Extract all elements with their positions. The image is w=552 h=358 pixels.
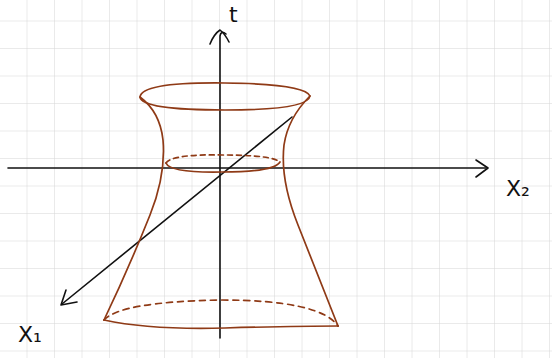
bottom-back xyxy=(104,300,338,326)
x2-axis xyxy=(8,167,486,169)
t-arrowhead xyxy=(210,30,229,44)
t-axis xyxy=(220,32,226,338)
axis-label: X₂ xyxy=(506,178,530,200)
top-ellipse xyxy=(140,83,310,110)
x1-arrowhead xyxy=(61,290,77,305)
axis-label: t xyxy=(229,4,238,26)
axes xyxy=(8,30,488,338)
axis-label: X₁ xyxy=(18,324,42,346)
x2-arrowhead xyxy=(476,160,488,177)
left-side xyxy=(104,97,163,320)
x1-axis xyxy=(62,117,292,304)
hyperboloid xyxy=(104,83,338,328)
right-side xyxy=(283,96,338,326)
waist-front xyxy=(166,162,280,172)
bottom-front xyxy=(104,320,338,328)
waist-back xyxy=(166,155,280,163)
